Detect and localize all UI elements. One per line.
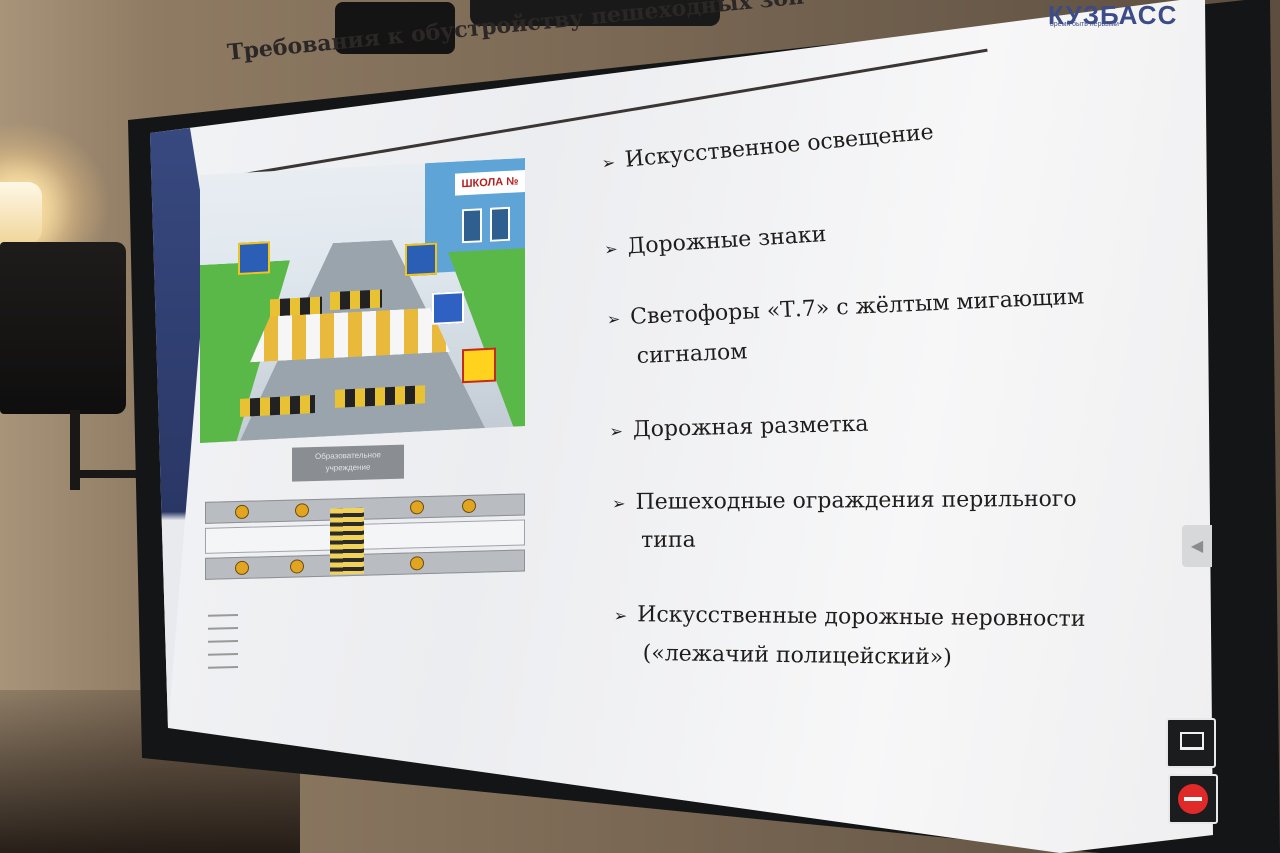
plan-sidewalk-top [205,493,525,524]
plan-building-label: Образовательное учреждение [292,444,404,482]
crossing-sign [405,242,437,277]
bullet-continuation: типа [641,527,696,553]
crossing-sign [238,241,270,276]
speed-bump [330,289,382,311]
bullet-item: ➢Искусственные дорожные неровности [613,602,1086,632]
bullet-arrow-icon: ➢ [600,152,616,173]
legend-line [208,614,238,617]
bullet-continuation: сигналом [636,339,748,369]
stop-button[interactable] [1168,774,1218,824]
building-window [490,206,510,242]
bullet-arrow-icon: ➢ [603,239,619,259]
building-window [462,208,482,244]
plan-sidewalk-bottom [205,549,525,580]
legend-line [208,666,238,669]
bullet-item: ➢Пешеходные ограждения перильного [612,486,1077,515]
crosswalk-sign [432,291,464,325]
bullet-arrow-icon: ➢ [613,605,628,626]
no-entry-icon [1178,784,1208,814]
legend-line [208,627,238,630]
street-illustration: ШКОЛА № [200,157,525,443]
bullet-continuation: («лежачий полицейский») [642,640,952,671]
speaker-arm [70,470,140,478]
plan-crossing [330,507,364,575]
camera-bar [470,0,720,26]
children-warning-sign [462,347,496,384]
logo-tagline: время быть первыми [1050,21,1119,28]
plan-roadway [205,519,525,554]
bullet-item: ➢Дорожная разметка [609,411,869,443]
bullet-arrow-icon: ➢ [609,421,624,441]
chevron-left-icon: ◀ [1190,536,1204,555]
bullet-arrow-icon: ➢ [606,309,621,329]
school-sign: ШКОЛА № [455,169,525,196]
legend-line [208,653,238,656]
speaker-mount [70,410,80,490]
crossing-scheme: Образовательное учреждение [200,441,530,710]
bullet-arrow-icon: ➢ [612,493,626,513]
speaker [0,242,126,414]
laptop-icon [1180,732,1204,750]
legend-line [208,640,238,643]
wall-lamp [0,182,42,244]
camera-unit [335,2,455,54]
slide-back-button[interactable]: ◀ [1182,525,1212,567]
laptop-source-button[interactable] [1166,718,1216,768]
kuzbass-logo: КУЗБАСС [1048,0,1178,30]
